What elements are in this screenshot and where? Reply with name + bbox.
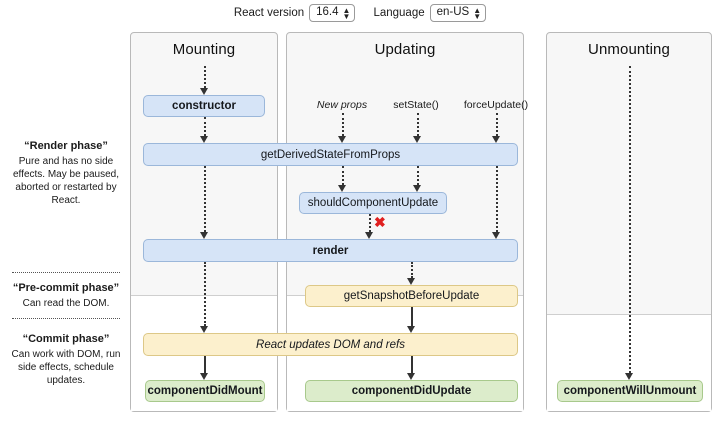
connector-unmounting: [629, 66, 631, 373]
arrow-newprops-to-gdsfp: [337, 136, 346, 143]
connector-render-to-snapshot: [411, 262, 413, 278]
language-select[interactable]: en-US ▲▼: [429, 4, 487, 22]
connector-scu-to-render: [369, 214, 371, 232]
phase-legend-precommit-title: “Pre-commit phase”: [12, 282, 120, 294]
column-mounting-title: Mounting: [172, 41, 236, 58]
phase-legend-render-title: “Render phase”: [24, 140, 108, 152]
arrow-scu-to-render: [364, 232, 373, 239]
lifecycle-box-get-snapshot-before-update[interactable]: getSnapshotBeforeUpdate: [305, 285, 518, 307]
language-value: en-US: [436, 6, 470, 18]
react-version-label: React version: [233, 7, 305, 19]
arrow-to-gdsfp-mounting: [199, 136, 208, 143]
arrow-to-component-will-unmount: [624, 373, 633, 380]
arrow-to-render-mounting: [199, 232, 208, 239]
arrow-forceupdate-to-gdsfp: [491, 136, 500, 143]
column-unmounting-title: Unmounting: [588, 41, 670, 58]
arrow-to-snapshot: [406, 278, 415, 285]
phase-legend-precommit: “Pre-commit phase” Can read the DOM.: [6, 282, 126, 310]
arrow-to-component-did-mount: [199, 373, 208, 380]
connector-render-to-reactupdates-mounting: [204, 262, 206, 326]
phase-divider-top: [12, 272, 120, 273]
phase-divider-bottom: [12, 318, 120, 319]
connector-setstate-to-gdsfp: [417, 113, 419, 136]
language-control: Language en-US ▲▼: [373, 4, 487, 22]
arrow-setstate-to-gdsfp: [412, 136, 421, 143]
lifecycle-box-react-updates-dom-and-refs: React updates DOM and refs: [143, 333, 518, 356]
connector-reactupdates-to-cdm: [204, 356, 206, 373]
arrow-to-scu-right: [412, 185, 421, 192]
react-version-select[interactable]: 16.4 ▲▼: [309, 4, 356, 22]
trigger-force-update: forceUpdate(): [463, 99, 529, 111]
arrow-to-component-did-update: [406, 373, 415, 380]
lifecycle-box-component-will-unmount[interactable]: componentWillUnmount: [557, 380, 703, 402]
skip-marker-icon: ✖: [374, 214, 386, 230]
connector-gdsfp-to-render-forceupdate: [496, 166, 498, 232]
phase-legend-render-description: Pure and has no side effects. May be pau…: [13, 156, 119, 206]
connector-gdsfp-to-render-mounting: [204, 166, 206, 232]
arrow-to-reactupdates-mounting: [199, 326, 208, 333]
arrow-to-reactupdates-updating: [406, 326, 415, 333]
arrow-forceupdate-to-render: [491, 232, 500, 239]
arrow-to-constructor: [199, 88, 208, 95]
react-version-value: 16.4: [316, 6, 339, 18]
column-updating-title: Updating: [374, 41, 436, 58]
trigger-set-state: setState(): [393, 99, 439, 111]
lifecycle-box-component-did-mount[interactable]: componentDidMount: [145, 380, 265, 402]
connector-reactupdates-to-cdu: [411, 356, 413, 373]
lifecycle-box-render[interactable]: render: [143, 239, 518, 262]
lifecycle-box-component-did-update[interactable]: componentDidUpdate: [305, 380, 518, 402]
lifecycle-box-constructor[interactable]: constructor: [143, 95, 265, 117]
trigger-new-props: New props: [316, 99, 368, 111]
connector-forceupdate-to-gdsfp: [496, 113, 498, 136]
lifecycle-box-should-component-update[interactable]: shouldComponentUpdate: [299, 192, 447, 214]
react-version-control: React version 16.4 ▲▼: [234, 4, 356, 22]
phase-legend-commit-description: Can work with DOM, run side effects, sch…: [11, 349, 121, 386]
arrow-to-scu-left: [337, 185, 346, 192]
connector-gdsfp-to-scu-left: [342, 166, 344, 185]
phase-legend-commit-title: “Commit phase”: [22, 333, 110, 345]
language-label: Language: [373, 7, 425, 19]
phase-legend-precommit-description: Can read the DOM.: [22, 298, 110, 309]
connector-constructor-to-gdsfp: [204, 117, 206, 136]
stepper-icon: ▲▼: [473, 5, 482, 21]
lifecycle-box-get-derived-state-from-props[interactable]: getDerivedStateFromProps: [143, 143, 518, 166]
diagram-controls: React version 16.4 ▲▼ Language en-US ▲▼: [0, 4, 720, 22]
stepper-icon: ▲▼: [342, 5, 351, 21]
phase-legend-render: “Render phase” Pure and has no side effe…: [6, 140, 126, 207]
connector-gdsfp-to-scu-right: [417, 166, 419, 185]
connector-newprops-to-gdsfp: [342, 113, 344, 136]
connector-snapshot-to-reactupdates: [411, 307, 413, 326]
phase-legend-commit: “Commit phase” Can work with DOM, run si…: [6, 333, 126, 387]
connector-mounting-top: [204, 66, 206, 88]
